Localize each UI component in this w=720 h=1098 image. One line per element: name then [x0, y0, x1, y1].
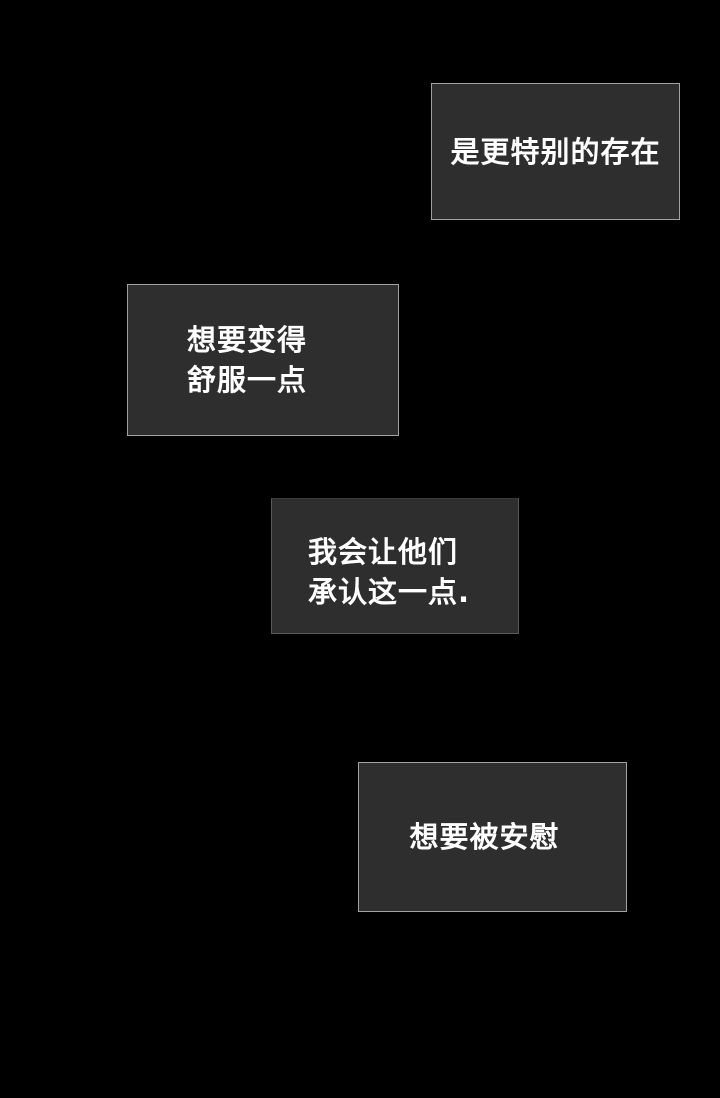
caption-text-1: 是更特别的存在: [450, 134, 661, 169]
caption-box-1: 是更特别的存在: [431, 83, 680, 220]
caption-text-4: 想要被安慰: [409, 820, 560, 854]
caption-box-4: 想要被安慰: [358, 762, 627, 912]
caption-box-3: 我会让他们 承认这一点.: [271, 498, 519, 634]
caption-text-3: 我会让他们 承认这一点.: [307, 535, 471, 609]
caption-text-2: 想要变得 舒服一点: [186, 323, 307, 397]
caption-box-2: 想要变得 舒服一点: [127, 284, 399, 436]
